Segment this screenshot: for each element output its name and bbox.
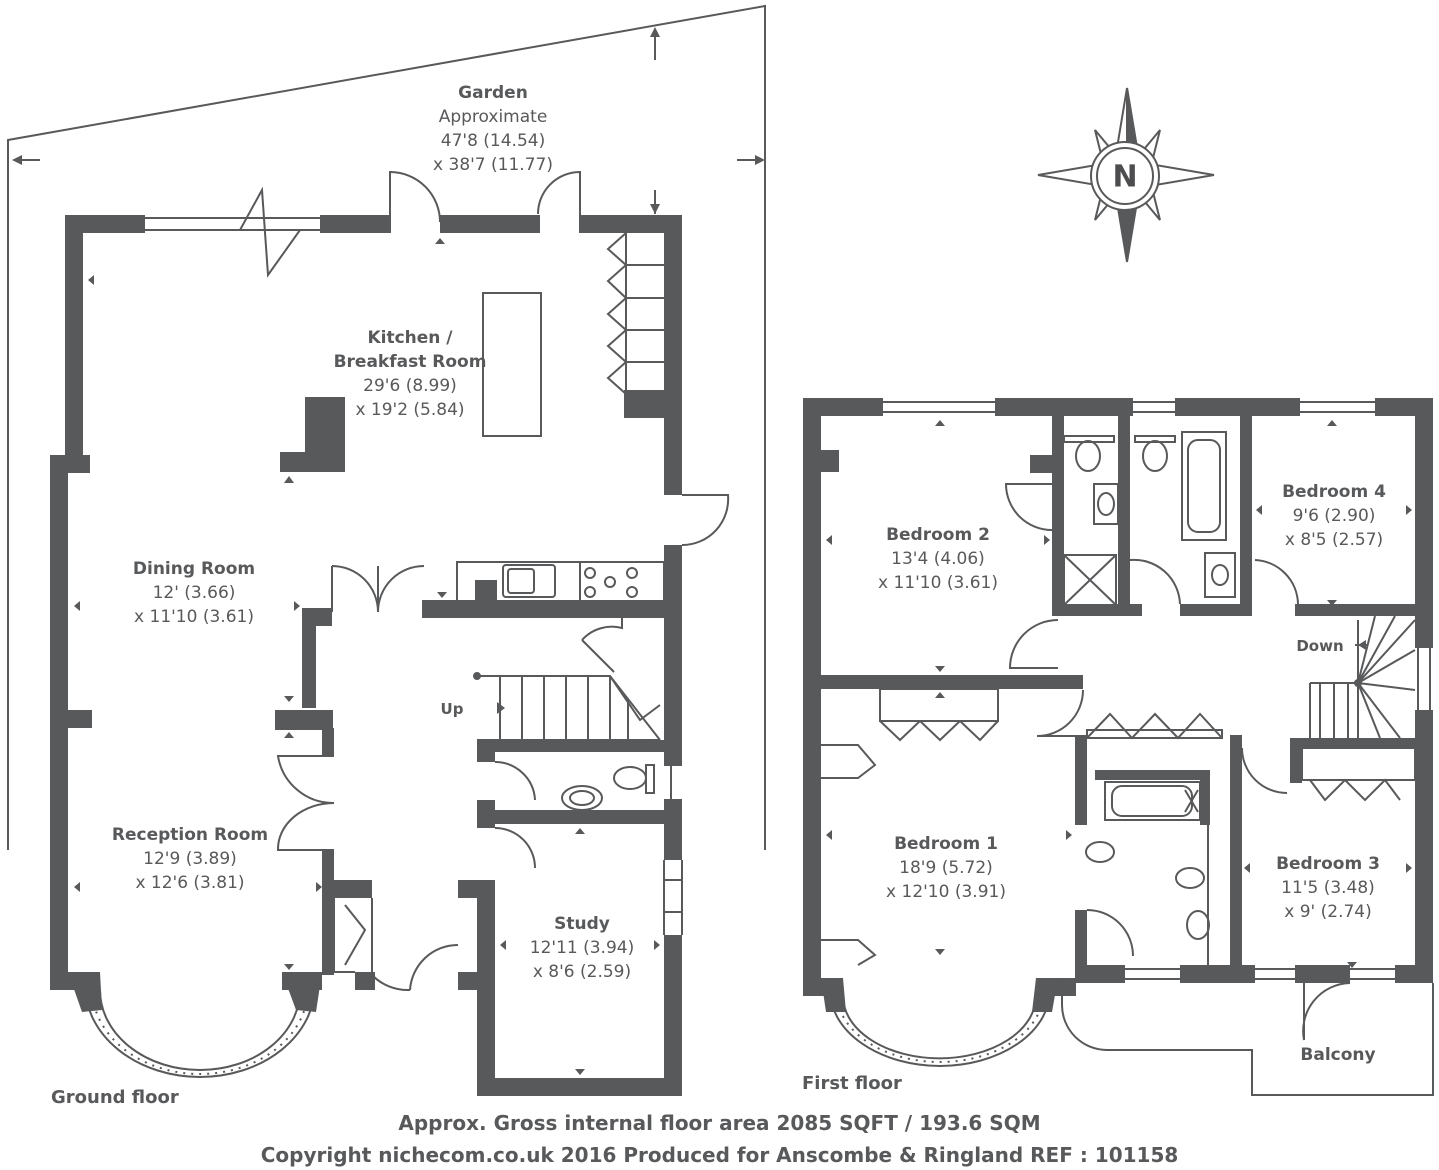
bifold-door [239,186,320,278]
garden-doors [389,170,581,233]
reception-doors [276,755,335,851]
first-floor-walls [803,398,1433,996]
kitchen-side-door [681,494,730,547]
ground-bay-window [84,984,316,1078]
balcony-label: Balcony [1300,1043,1375,1067]
first-floor-window-lines [883,401,1431,980]
bedroom4-name: Bedroom 4 [1282,482,1386,502]
study-dim1: 12'11 (3.94) [529,938,635,958]
bedroom1-dim2: x 12'10 (3.91) [886,882,1006,902]
bedroom2-name: Bedroom 2 [886,525,990,545]
landing-stairs-down [1008,615,1416,739]
stairs-down-label: Down [1296,634,1343,658]
bedroom4-dim1: 9'6 (2.90) [1292,506,1376,526]
bedroom2-dim2: x 11'10 (3.61) [878,573,998,593]
balcony-text: Balcony [1300,1045,1376,1065]
hall-doors [331,565,425,613]
bedroom3-label: Bedroom 3 11'5 (3.48) x 9' (2.74) [1276,852,1380,924]
bedroom3-dim1: 11'5 (3.48) [1281,878,1375,898]
bedroom3-dim2: x 9' (2.74) [1284,902,1372,922]
garden-note: Approximate [438,107,548,127]
hall-cupboard [333,898,367,973]
kitchen-dim1: 29'6 (8.99) [363,376,457,396]
garden-arrows [12,27,765,214]
stairs-up-treads [473,618,661,741]
ground-bay-piers [68,972,322,1012]
garden-label: Garden Approximate 47'8 (14.54) x 38'7 (… [433,81,553,177]
stairs-down-text: Down [1296,637,1344,655]
study-name: Study [554,914,610,934]
bedroom2-dim1: 13'4 (4.06) [891,549,985,569]
ground-dimension-arrows [74,238,660,1075]
front-door [371,898,459,992]
family-bathroom-fittings [1129,431,1299,605]
garden-boundary [7,4,766,850]
footer-copyright: Copyright nichecom.co.uk 2016 Produced f… [260,1143,1179,1167]
bedroom1-ensuite-fittings [1085,781,1210,965]
bedroom3-name: Bedroom 3 [1276,854,1380,874]
footer-area: Approx. Gross internal floor area 2085 S… [398,1111,1041,1135]
bedroom2-label: Bedroom 2 13'4 (4.06) x 11'10 (3.61) [878,523,998,595]
first-bay-window [829,989,1051,1067]
ground-floor-window-lines [145,217,683,935]
first-bay-piers [821,978,1058,1012]
wardrobes [821,688,1416,966]
garden-dim2: x 38'7 (11.77) [433,155,553,175]
wc-fittings [494,760,655,869]
kitchen-label: Kitchen / Breakfast Room 29'6 (8.99) x 1… [334,326,487,422]
garden-name: Garden [458,83,528,103]
kitchen-worktop [456,561,665,603]
stairs-up-text: Up [440,700,464,718]
bedroom1-name: Bedroom 1 [894,834,998,854]
compass-rose [1037,87,1215,263]
study-dim2: x 8'6 (2.59) [532,962,632,982]
first-dimension-arrows [826,420,1412,968]
kitchen-dim2: x 19'2 (5.84) [355,400,465,420]
first-floor-caption: First floor [802,1073,902,1094]
kitchen-island [482,292,542,437]
compass-letter: N [1112,159,1138,195]
reception-dim1: 12'9 (3.89) [143,849,237,869]
ensuite-fittings [1004,435,1119,606]
balcony-outline [1061,982,1434,1096]
stairs-up-label: Up [441,697,464,721]
dining-dim2: x 11'10 (3.61) [134,607,254,627]
kitchen-name-2: Breakfast Room [333,352,487,372]
study-label: Study 12'11 (3.94) x 8'6 (2.59) [530,912,634,984]
bedroom4-dim2: x 8'5 (2.57) [1284,530,1384,550]
garden-dim1: 47'8 (14.54) [440,131,546,151]
kitchen-name-1: Kitchen / [367,328,453,348]
bedroom1-label: Bedroom 1 18'9 (5.72) x 12'10 (3.91) [886,832,1006,904]
bedroom4-label: Bedroom 4 9'6 (2.90) x 8'5 (2.57) [1282,480,1386,552]
dining-dim1: 12' (3.66) [152,583,236,603]
bedroom1-dim1: 18'9 (5.72) [899,858,993,878]
ground-floor-walls [50,215,682,1096]
kitchen-cupboards [606,232,664,398]
reception-dim2: x 12'6 (3.81) [135,873,245,893]
ground-floor-caption: Ground floor [51,1087,179,1108]
dining-label: Dining Room 12' (3.66) x 11'10 (3.61) [133,557,255,629]
reception-label: Reception Room 12'9 (3.89) x 12'6 (3.81) [112,823,268,895]
dining-name: Dining Room [132,559,256,579]
reception-name: Reception Room [111,825,269,845]
